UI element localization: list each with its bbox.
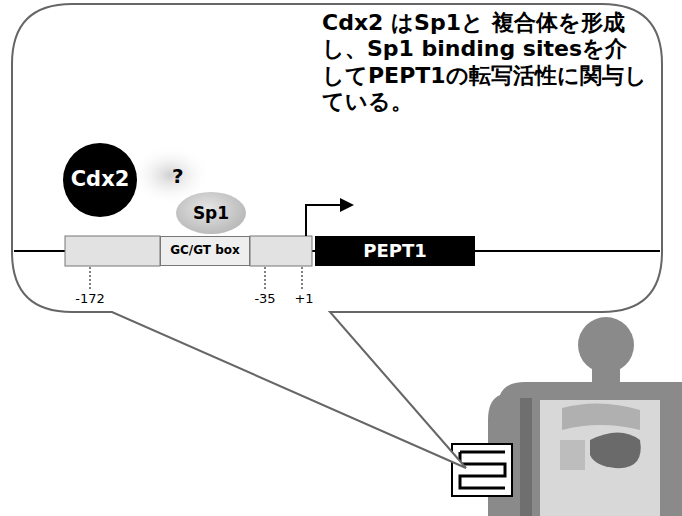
question-mark: ?: [172, 164, 184, 188]
position-tick: [90, 267, 91, 289]
node-label: Sp1: [193, 204, 229, 223]
arrow-head: [340, 198, 354, 212]
node-label: PEPT1: [363, 241, 426, 261]
human-body: [452, 317, 682, 516]
node-label: Cdx2: [71, 168, 130, 191]
pept1-box: PEPT1: [315, 236, 475, 266]
sp1-protein: Sp1: [176, 192, 246, 234]
speech-bubble: [12, 4, 662, 468]
cdx2-circle: Cdx2: [63, 143, 137, 217]
caption-text: Cdx2 はSp1と 複合体を形成し、Sp1 binding sitesを介して…: [322, 10, 650, 116]
gc-gt-box: GC/GT box: [160, 236, 250, 266]
position-tick: [302, 267, 303, 289]
position-tick: [265, 267, 266, 289]
speech-bubble: Cdx2 はSp1と 複合体を形成し、Sp1 binding sitesを介して…: [12, 4, 662, 312]
position-label: -172: [75, 291, 105, 306]
position-label: +1: [294, 291, 313, 306]
position-label: -35: [254, 291, 275, 306]
tss-arrow: [306, 205, 342, 236]
promoter-region: [65, 236, 160, 266]
promoter-region: [250, 236, 312, 266]
node-label: GC/GT box: [170, 244, 240, 257]
